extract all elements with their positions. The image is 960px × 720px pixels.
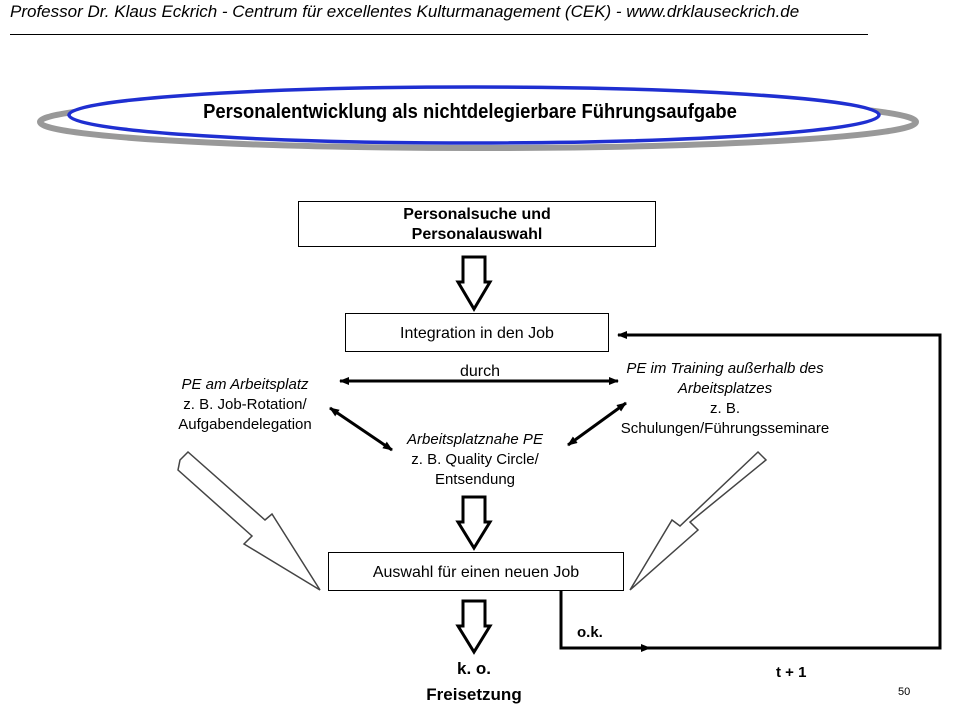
diag-arrow-left [329, 406, 393, 452]
header-text: Professor Dr. Klaus Eckrich - Centrum fü… [10, 2, 800, 21]
ko-line2: Freisetzung [426, 685, 522, 704]
box-personalsuche-line2: Personalauswahl [411, 226, 543, 243]
hollow-arrow-left [177, 450, 321, 591]
label-durch: durch [459, 363, 501, 380]
feedback-loop [559, 331, 942, 650]
box-integration: Integration in den Job [345, 313, 609, 352]
left-line3: Aufgabendelegation [178, 416, 312, 433]
down-arrow-3 [455, 599, 493, 655]
left-line1: PE am Arbeitsplatz [181, 376, 309, 393]
center-line3: Entsendung [434, 471, 516, 488]
label-arbeitsplatznahe-pe: Arbeitsplatznahe PE z. B. Quality Circle… [370, 430, 580, 490]
down-arrow-1 [455, 255, 493, 312]
header-divider [10, 34, 868, 35]
label-pe-im-training: PE im Training außerhalb des Arbeitsplat… [585, 359, 865, 439]
hollow-arrow-right [629, 450, 768, 591]
down-arrow-2 [455, 495, 493, 551]
right-line3: z. B. [709, 400, 740, 417]
left-line2: z. B. Job-Rotation/ [183, 396, 307, 413]
title-ellipse [37, 85, 919, 151]
center-line1: Arbeitsplatznahe PE [407, 431, 543, 448]
ko-line1: k. o. [456, 659, 491, 678]
page-number: 50 [898, 686, 911, 698]
center-line2: z. B. Quality Circle/ [411, 451, 539, 468]
box-personalsuche-line1: Personalsuche und [403, 206, 551, 223]
label-ko-freisetzung: k. o. Freisetzung [404, 656, 544, 708]
label-ok: o.k. [577, 624, 603, 641]
box-auswahl: Auswahl für einen neuen Job [328, 552, 624, 591]
slide-title: Personalentwicklung als nichtdelegierbar… [203, 101, 737, 123]
right-line4: Schulungen/Führungsseminare [620, 420, 830, 437]
label-t-plus-1: t + 1 [776, 664, 807, 681]
diag-arrow-right [567, 401, 627, 447]
label-pe-am-arbeitsplatz: PE am Arbeitsplatz z. B. Job-Rotation/ A… [140, 375, 350, 435]
box-personalsuche: Personalsuche und Personalauswahl [298, 201, 656, 247]
right-line1: PE im Training außerhalb des [626, 360, 824, 377]
right-line2: Arbeitsplatzes [677, 380, 773, 397]
